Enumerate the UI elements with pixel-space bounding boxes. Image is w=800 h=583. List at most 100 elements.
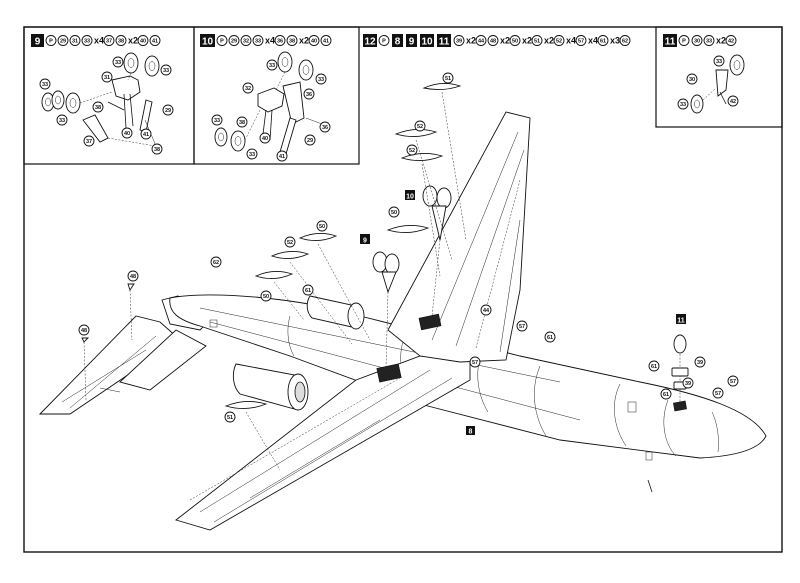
callout-number: 62: [213, 260, 219, 266]
step-11-box: [437, 34, 451, 47]
callout-11-1: [686, 73, 698, 85]
engine-pod-2: [306, 295, 365, 330]
paint-symbol-main: [378, 35, 390, 46]
svg-text:37: 37: [86, 139, 92, 145]
callout-9-10: [151, 143, 163, 155]
part-52-bubble: [553, 35, 565, 46]
callout-50: [316, 220, 328, 232]
part-41-bubble: [320, 35, 332, 46]
callout-number: 48: [130, 274, 136, 280]
callout-48: [127, 270, 139, 282]
upper-wing: [387, 111, 531, 363]
part-number: 33: [84, 39, 90, 45]
svg-text:33: 33: [318, 77, 324, 83]
svg-text:33: 33: [249, 152, 255, 158]
svg-text:33: 33: [59, 118, 65, 124]
callout-number: 52: [417, 124, 423, 130]
step-10-number: 10: [202, 37, 214, 48]
callout-number: 39: [697, 360, 703, 366]
svg-text:40: 40: [262, 136, 268, 142]
part-multiplier: x4: [566, 36, 576, 46]
callout-50: [260, 290, 272, 302]
part-32-bubble: [240, 35, 252, 46]
part-number: 32: [243, 39, 249, 45]
callout-number: 57: [472, 360, 478, 366]
step-11-box: [663, 34, 677, 47]
callout-number: 51: [445, 76, 451, 82]
wheel-well-9: [376, 363, 402, 383]
part-44-bubble: [475, 35, 487, 46]
callout-number: 61: [305, 288, 311, 294]
callout-10-5: [236, 116, 248, 128]
callout-10-4: [211, 114, 223, 126]
part-multiplier: x3: [610, 36, 620, 46]
callout-9-7: [83, 135, 95, 147]
svg-text:29: 29: [307, 138, 313, 144]
part-number: 38: [118, 39, 124, 45]
step-9-box: [406, 34, 417, 47]
part-number: 40: [311, 39, 317, 45]
part-multiplier: x2: [466, 36, 476, 46]
part-number: 40: [140, 39, 146, 45]
svg-text:29: 29: [165, 108, 171, 114]
step-number: 9: [409, 37, 415, 48]
svg-text:42: 42: [730, 99, 736, 105]
svg-text:40: 40: [124, 131, 130, 137]
part-number: 37: [106, 39, 112, 45]
callout-9-4: [56, 114, 68, 126]
part-38-bubble: [115, 35, 127, 46]
part-multiplier: x2: [500, 36, 510, 46]
callout-52: [414, 120, 426, 132]
svg-text:38: 38: [239, 120, 245, 126]
gear-9-floating: 9: [360, 234, 400, 369]
callout-61: [302, 284, 314, 296]
callout-10-1: [315, 73, 327, 85]
svg-text:P: P: [382, 39, 386, 45]
part-33-bubble: [703, 35, 715, 46]
callout-number: 51: [227, 415, 233, 421]
part-number: 50: [512, 39, 518, 45]
part-number: 39: [456, 39, 462, 45]
part-number: 41: [323, 39, 329, 45]
main-wing: [175, 355, 471, 531]
callout-number: 50: [391, 210, 397, 216]
callout-number: 50: [319, 224, 325, 230]
part-number: 42: [728, 39, 734, 45]
callout-11-2: [677, 98, 689, 110]
callout-10-2: [242, 82, 254, 94]
aircraft-assembly: 10 9 11 8: [38, 72, 767, 531]
panel-11-frame: [655, 26, 783, 128]
step-9-number: 9: [35, 37, 41, 48]
step-number: 8: [395, 37, 401, 48]
callout-39: [682, 377, 694, 389]
svg-text:41: 41: [279, 154, 285, 160]
fuselage-step-box: [466, 426, 475, 435]
svg-text:33: 33: [163, 68, 169, 74]
callout-9-6: [162, 104, 174, 116]
svg-text:30: 30: [689, 77, 695, 83]
callout-11-0: [713, 55, 725, 67]
part-31-bubble: [69, 35, 81, 46]
part-38-bubble: [286, 35, 298, 46]
svg-text:33: 33: [680, 102, 686, 108]
callout-11-3: [727, 95, 739, 107]
part-number: 61: [600, 39, 606, 45]
callout-10-9: [276, 150, 288, 162]
part-41-bubble: [149, 35, 161, 46]
part-number: 31: [72, 39, 78, 45]
svg-text:P: P: [682, 39, 686, 45]
part-30-bubble: [691, 35, 703, 46]
part-33-bubble: [252, 35, 264, 46]
callout-number: 39: [685, 381, 691, 387]
paint-symbol-9: [45, 35, 57, 46]
part-51-bubble: [531, 35, 543, 46]
part-50-bubble: [509, 35, 521, 46]
callout-9-5: [92, 101, 104, 113]
callout-39: [694, 356, 706, 368]
callout-9-2: [39, 78, 51, 90]
